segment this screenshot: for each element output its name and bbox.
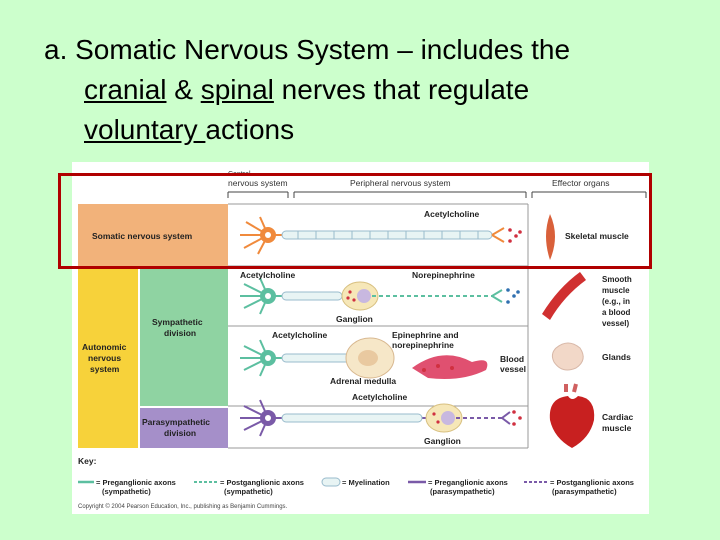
header-brackets xyxy=(227,191,647,198)
parasympathetic-neuron xyxy=(240,399,511,437)
slide-title: a. Somatic Nervous System – includes the… xyxy=(44,30,704,150)
key-myelination: = Myelination xyxy=(342,478,390,487)
label-adrenal-medulla: Adrenal medulla xyxy=(330,376,396,386)
key-myelination-icon xyxy=(321,477,341,487)
title-line-3-rest: actions xyxy=(205,114,295,145)
autonomic-line1: Autonomic xyxy=(82,342,127,352)
label-smooth-3: (e.g., in xyxy=(602,297,630,306)
somatic-highlight-box xyxy=(58,173,652,269)
label-glands: Glands xyxy=(602,352,631,362)
somatic-row-label: Somatic nervous system xyxy=(92,231,193,241)
parasympathetic-line1: Parasympathetic xyxy=(142,417,210,427)
title-line-2-rest: nerves that regulate xyxy=(273,74,530,105)
spinal-term: spinal xyxy=(200,74,274,105)
blood-vessel-icon xyxy=(412,355,488,379)
parasympathetic-block xyxy=(140,408,228,448)
skeletal-muscle-icon xyxy=(546,214,555,260)
autonomic-line3: system xyxy=(90,364,120,374)
voluntary-term: voluntary xyxy=(84,114,206,145)
label-blood-vessel-2: vessel xyxy=(500,364,526,374)
title-line-2: cranial & spinal nerves that regulate xyxy=(44,70,704,110)
label-skeletal-muscle: Skeletal muscle xyxy=(565,231,629,241)
label-acetylcholine-adrenal: Acetylcholine xyxy=(272,330,328,340)
title-line-1: a. Somatic Nervous System – includes the xyxy=(44,34,571,65)
heart-vessels xyxy=(564,383,578,393)
adrenal-cell xyxy=(358,350,378,366)
blood-vessel-smooth-muscle-icon xyxy=(542,272,586,320)
nervous-system-figure: Central nervous system Peripheral nervou… xyxy=(72,162,649,514)
sympathetic-line1: Sympathetic xyxy=(152,317,203,327)
key-pre-symp-2: (sympathetic) xyxy=(102,487,151,496)
parasympathetic-line2: division xyxy=(164,428,196,438)
somatic-neuron xyxy=(240,216,505,255)
heart-icon xyxy=(549,396,595,448)
label-acetylcholine-symp: Acetylcholine xyxy=(240,270,296,280)
somatic-row-block xyxy=(78,204,228,266)
label-cardiac-1: Cardiac xyxy=(602,412,633,422)
label-acetylcholine-somatic: Acetylcholine xyxy=(424,209,480,219)
key-post-para-1: = Postganglionic axons xyxy=(550,478,634,487)
label-ganglion-symp: Ganglion xyxy=(336,314,373,324)
copyright-text: Copyright © 2004 Pearson Education, Inc.… xyxy=(78,503,288,510)
label-cardiac-2: muscle xyxy=(602,423,632,433)
title-ampersand: & xyxy=(166,74,201,105)
header-pns: Peripheral nervous system xyxy=(350,178,451,188)
key-post-symp-2: (sympathetic) xyxy=(224,487,273,496)
header-effectors: Effector organs xyxy=(552,178,610,188)
sympathetic-block xyxy=(140,268,228,406)
sympathetic-neuron-2 xyxy=(240,339,356,377)
key-post-symp-1: = Postganglionic axons xyxy=(220,478,304,487)
label-norepinephrine: Norepinephrine xyxy=(412,270,475,280)
title-line-3: voluntary actions xyxy=(44,110,704,150)
label-ganglion-para: Ganglion xyxy=(424,436,461,446)
glands-icon xyxy=(551,342,584,371)
key-title: Key: xyxy=(78,456,97,466)
autonomic-line2: nervous xyxy=(88,353,121,363)
key-pre-para-1: = Preganglionic axons xyxy=(428,478,508,487)
nervous-system-diagram: Central nervous system Peripheral nervou… xyxy=(78,171,647,510)
norepinephrine-dots xyxy=(506,288,520,304)
label-smooth-1: Smooth xyxy=(602,275,632,284)
cranial-term: cranial xyxy=(84,74,167,105)
label-smooth-5: vessel) xyxy=(602,319,629,328)
sympathetic-line2: division xyxy=(164,328,196,338)
label-smooth-2: muscle xyxy=(602,286,630,295)
label-blood-vessel-1: Blood xyxy=(500,354,524,364)
label-acetylcholine-para: Acetylcholine xyxy=(352,392,408,402)
key-pre-para-2: (parasympathetic) xyxy=(430,487,495,496)
somatic-ach-dots xyxy=(508,228,522,243)
label-smooth-4: a blood xyxy=(602,308,631,317)
para-ach-dots xyxy=(512,410,522,426)
header-cns-line2: nervous system xyxy=(228,178,288,188)
sympathetic-neuron-1 xyxy=(240,277,503,315)
label-epinephrine-1: Epinephrine and xyxy=(392,330,459,340)
autonomic-block xyxy=(78,268,138,448)
label-epinephrine-2: norepinephrine xyxy=(392,340,454,350)
key-pre-symp-1: = Preganglionic axons xyxy=(96,478,176,487)
key-post-para-2: (parasympathetic) xyxy=(552,487,617,496)
